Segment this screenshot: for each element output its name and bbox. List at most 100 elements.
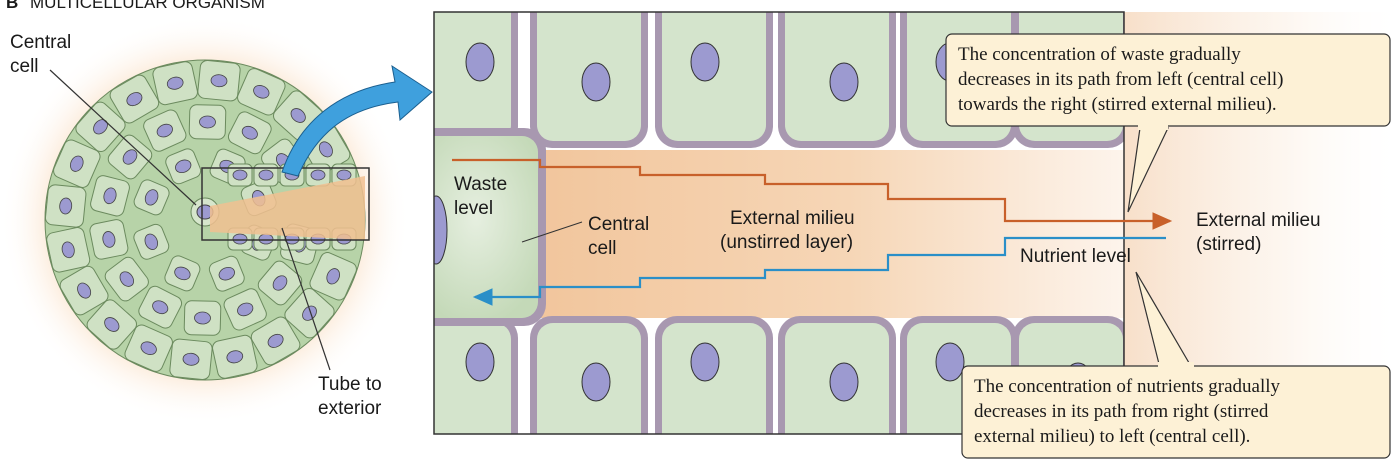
organism-cell (284, 288, 335, 339)
organism-cell (208, 255, 245, 292)
waste-callout: The concentration of waste gradually dec… (945, 33, 1391, 213)
organism-cell (250, 316, 301, 366)
detail-central-label-2: cell (588, 238, 617, 259)
organism-cell-nucleus (119, 271, 134, 287)
organism-cell (59, 265, 109, 316)
organism-cell-nucleus (302, 305, 317, 321)
bottom-cell-body (434, 323, 511, 434)
stirred-label-1: External milieu (1196, 210, 1321, 231)
organism-cell-nucleus (104, 317, 120, 332)
bottom-cell-nucleus (690, 342, 720, 382)
organism-cell-nucleus (152, 300, 169, 315)
nutrient-callout-line-2: decreases in its path from right (stirre… (974, 401, 1269, 422)
central-cell-nucleus (434, 195, 448, 265)
organism-cell (46, 227, 91, 273)
organism-cell-nucleus (267, 333, 284, 348)
tube-cell-nucleus (310, 169, 326, 181)
organism-cell (188, 104, 227, 140)
header-title: MULTICELLULAR ORGANISM (30, 0, 265, 12)
organism-cell-nucleus (103, 187, 117, 205)
nutrient-callout-joint (1158, 362, 1194, 370)
organism-cell-nucleus (290, 108, 306, 123)
top-cell-nucleus (581, 62, 611, 102)
organism-cell-nucleus (182, 352, 200, 366)
central-cell-leader (49, 69, 197, 206)
organism-cell (223, 288, 267, 331)
organism-cell (138, 285, 183, 329)
waste-callout-line-1: The concentration of waste gradually (958, 44, 1241, 65)
header-letter: B (6, 0, 18, 12)
organism-cell-nucleus (126, 92, 143, 107)
organism-cell-nucleus (199, 115, 216, 129)
organism-cell-nucleus (226, 350, 244, 364)
organism-cell-nucleus (122, 149, 138, 165)
figure-header: B MULTICELLULAR ORGANISM (6, 0, 265, 12)
tube-cell-nucleus (232, 169, 248, 181)
tube-leader (281, 227, 331, 371)
nutrient-callout-line-3: external milieu) to left (central cell). (974, 426, 1250, 447)
organism-cell (107, 134, 153, 180)
organism-cell-nucleus (70, 155, 84, 172)
waste-level-label-1: Waste (454, 174, 507, 195)
organism-cell-nucleus (326, 268, 340, 285)
organism-central-label-2: cell (10, 56, 39, 77)
organism-cell-nucleus (166, 76, 184, 90)
organism-cell-nucleus (61, 241, 75, 259)
organism-cell (133, 223, 170, 260)
detail-border (433, 11, 1125, 435)
bottom-cell-nucleus (581, 362, 611, 402)
organism-cell (44, 184, 87, 228)
organism-cell (124, 324, 173, 372)
tube-cell-nucleus (232, 233, 248, 245)
bottom-cell-nucleus (465, 342, 495, 382)
unstirred-label-1: External milieu (730, 208, 855, 229)
nutrient-callout: The concentration of nutrients gradually… (961, 271, 1391, 459)
organism-cell-nucleus (194, 311, 211, 325)
organism-cell (104, 256, 149, 302)
top-cell-nucleus (829, 62, 859, 102)
nutrient-level-line (472, 236, 1166, 306)
organism-cell (143, 109, 187, 152)
organism-cell (212, 334, 258, 379)
organism-cell (133, 179, 170, 216)
stirred-label-2: (stirred) (1196, 234, 1261, 255)
organism-cell (165, 148, 202, 185)
organism-cell (169, 338, 213, 381)
nutrient-callout-line-1: The concentration of nutrients gradually (974, 376, 1281, 397)
unstirred-label-2: (unstirred layer) (720, 232, 853, 253)
organism-cell (237, 68, 286, 116)
organism-cell-nucleus (102, 231, 116, 248)
organism-cell-nucleus (144, 189, 159, 206)
top-cell-nucleus (465, 42, 495, 82)
organism-tube-label-2: exterior (318, 398, 382, 419)
organism-cell (227, 111, 272, 155)
zoom-arrow-shape (281, 64, 433, 177)
organism-cell-nucleus (210, 74, 228, 88)
top-cell-nucleus (690, 42, 720, 82)
organism-cell (89, 219, 129, 260)
organism-cell-nucleus (156, 123, 173, 138)
organism-cell (309, 252, 357, 301)
waste-level-label-2: level (454, 198, 493, 219)
organism-cell-nucleus (174, 266, 191, 281)
tube-cell-nucleus (258, 233, 274, 245)
organism-cell (152, 61, 198, 106)
organism-cell (109, 74, 160, 124)
organism-cell-nucleus (318, 141, 333, 158)
organism-tube-label-1: Tube to (318, 374, 382, 395)
milieu-channel (434, 150, 1124, 318)
organism-cell-nucleus (59, 197, 73, 215)
organism-tube (210, 176, 365, 240)
organism-illustration: Central cell Tube to exterior (0, 15, 410, 425)
waste-level-line (452, 158, 1173, 230)
organism-cell-nucleus (77, 282, 92, 299)
tube-cell-nucleus (336, 169, 352, 181)
organism-cell-nucleus (241, 125, 258, 140)
organism-cell-nucleus (140, 341, 157, 355)
organism-cell-nucleus (237, 302, 254, 317)
top-cell-body (434, 12, 511, 141)
detail-central-leader (521, 221, 583, 243)
organism-cell (183, 300, 222, 336)
bottom-cell-body (662, 323, 766, 434)
